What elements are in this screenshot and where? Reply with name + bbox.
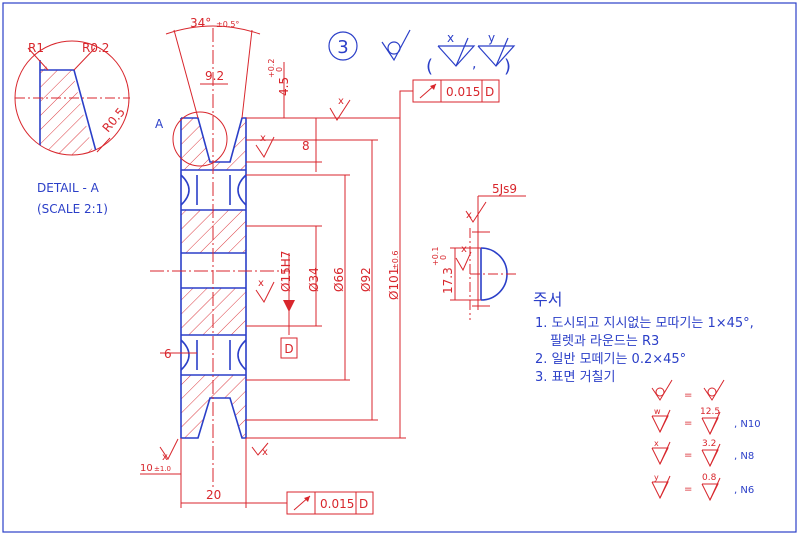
dim-ten-tol: ±1.0 <box>154 465 171 473</box>
note-2: 2. 일반 모떼기는 0.2×45° <box>535 352 686 367</box>
header-x: x <box>447 31 454 45</box>
legend-eq-2: = <box>684 450 692 461</box>
legend-x: x <box>654 439 659 448</box>
notes-heading: 주서 <box>533 290 562 309</box>
sym-x-bore: x <box>258 278 264 289</box>
pulley-section: A <box>150 28 290 490</box>
dim-ten: 10 <box>140 463 153 474</box>
roughness-legend: = w = 12.5 , N10 x = 3.2 , N8 y = 0.8 , … <box>651 379 761 502</box>
item-number-circle <box>328 31 358 61</box>
legend-grade-1: , N8 <box>734 451 754 462</box>
dim-width: 20 <box>206 488 221 502</box>
dim-groove-top: 9.2 <box>205 69 224 83</box>
sym-x-keyway: x <box>461 244 467 255</box>
note-1b: 필렛과 라운드는 R3 <box>550 334 659 349</box>
legend-grade-0: , N10 <box>734 419 761 430</box>
legend-eq-3: = <box>684 484 692 495</box>
tol-top-datum: D <box>485 85 494 99</box>
detail-a-marker <box>172 111 228 167</box>
legend-eq-1: = <box>684 418 692 429</box>
dim-d15: Ø15H7 <box>279 251 293 292</box>
dim-d34: Ø34 <box>307 267 321 292</box>
dim-hub-6: 6 <box>164 347 172 361</box>
note-1: 1. 도시되고 지시없는 모따기는 1×45°, <box>535 316 754 331</box>
machined-symbol <box>387 41 401 55</box>
dim-d101-tol: ±0.6 <box>391 251 400 270</box>
detail-scale: (SCALE 2:1) <box>37 202 108 216</box>
sym-x-right: x <box>262 447 268 458</box>
dimensions: 34° ±0.5° 9.2 4.5 +0.2 0 8 Ø34 Ø66 Ø92 Ø… <box>140 16 406 508</box>
legend-w: w <box>654 407 661 416</box>
sym-x-left: x <box>162 452 168 463</box>
tolerance-frame-bottom: 0.015 D <box>246 491 374 515</box>
legend-eq-0: = <box>684 390 692 401</box>
detail-r05: R0.5 <box>100 105 128 135</box>
sym-x-keyway-top: x <box>466 210 472 221</box>
detail-r02: R0.2 <box>82 41 109 55</box>
dim-depth: 4.5 <box>277 77 291 96</box>
dim-depth-tol-low: 0 <box>275 67 284 72</box>
sym-x-groove: x <box>260 133 266 144</box>
dim-kd-tol-up: +0.1 <box>431 247 440 266</box>
datum-label: D <box>284 342 293 356</box>
header-surface-symbols: 3 ( x , y ) <box>328 29 516 77</box>
legend-val-0: 12.5 <box>700 407 720 417</box>
detail-title: DETAIL - A <box>37 181 100 195</box>
comma: , <box>472 56 476 72</box>
dim-depth-tol-up: +0.2 <box>267 59 276 78</box>
item-number: 3 <box>337 37 348 58</box>
dim-angle-tol: ±0.5° <box>216 20 239 29</box>
surface-symbols-part: x x x x x <box>159 96 351 463</box>
notes-block: 주서 1. 도시되고 지시없는 모따기는 1×45°, 필렛과 라운드는 R3 … <box>533 290 754 385</box>
tol-top-value: 0.015 <box>446 85 480 99</box>
tol-bottom-value: 0.015 <box>320 497 354 511</box>
tolerance-frame-top: 0.015 D <box>399 79 500 118</box>
dim-d101: Ø101 <box>387 268 401 300</box>
dim-angle: 34° <box>190 16 211 30</box>
legend-val-1: 3.2 <box>702 439 716 449</box>
tol-bottom-datum: D <box>359 497 368 511</box>
paren-close: ) <box>504 56 511 77</box>
dim-d92: Ø92 <box>359 267 373 292</box>
detail-r1: R1 <box>28 41 44 55</box>
dim-kd-tol-low: 0 <box>439 255 448 260</box>
note-3: 3. 표면 거칠기 <box>535 370 615 385</box>
view-label-a: A <box>155 117 164 131</box>
dim-groove-pitch: 8 <box>302 139 310 153</box>
datum-box <box>280 337 298 359</box>
dim-keyway-depth: 17.3 <box>441 267 455 294</box>
legend-grade-2: , N6 <box>734 485 754 496</box>
dim-keyway-width: 5Js9 <box>492 182 517 196</box>
paren-open: ( <box>426 56 433 77</box>
legend-y: y <box>654 473 659 482</box>
legend-val-2: 0.8 <box>702 473 717 483</box>
keyway-view: 17.3 +0.1 0 x x 5Js9 <box>431 182 526 320</box>
dim-d66: Ø66 <box>332 267 346 292</box>
header-y: y <box>488 31 495 45</box>
detail-hatch <box>40 60 95 155</box>
detail-a-view: R1 R0.2 R0.5 DETAIL - A (SCALE 2:1) <box>14 40 130 216</box>
sym-x-top: x <box>338 96 344 107</box>
